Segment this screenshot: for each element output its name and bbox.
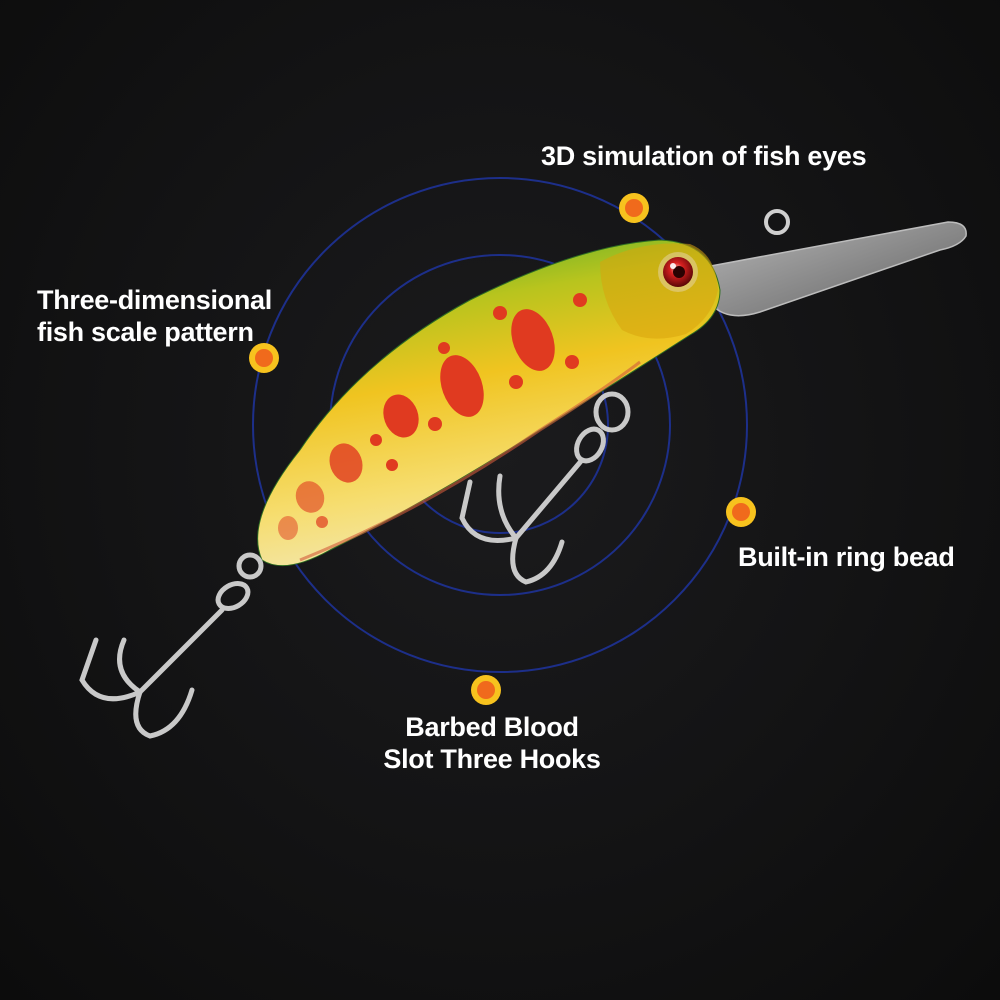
feature-scale-line2: fish scale pattern xyxy=(37,317,254,347)
feature-label-hooks: Barbed Blood Slot Three Hooks xyxy=(381,711,603,775)
feature-scale-line1: Three-dimensional xyxy=(37,285,272,315)
concentric-rings xyxy=(252,177,748,673)
fish-eye xyxy=(658,252,698,292)
line-tie-ring xyxy=(764,209,790,235)
orange-dot-marker xyxy=(471,675,501,705)
treble-hook-icon xyxy=(459,391,631,585)
lure-body xyxy=(257,239,721,567)
feature-hooks-line2: Slot Three Hooks xyxy=(383,744,601,774)
treble-hook-icon xyxy=(79,552,264,739)
feature-label-bead: Built-in ring bead xyxy=(738,541,955,573)
orange-dot-marker xyxy=(619,193,649,223)
ring-outer xyxy=(252,177,748,673)
feature-bead-text: Built-in ring bead xyxy=(738,542,955,572)
feature-hooks-line1: Barbed Blood xyxy=(405,712,579,742)
lure-spots xyxy=(278,293,587,540)
diving-lip xyxy=(699,221,967,317)
feature-eyes-text: 3D simulation of fish eyes xyxy=(541,141,867,171)
orange-dot-marker xyxy=(726,497,756,527)
feature-label-scale: Three-dimensional fish scale pattern xyxy=(37,284,272,348)
feature-label-eyes: 3D simulation of fish eyes xyxy=(541,140,867,172)
orange-dot-marker xyxy=(249,343,279,373)
